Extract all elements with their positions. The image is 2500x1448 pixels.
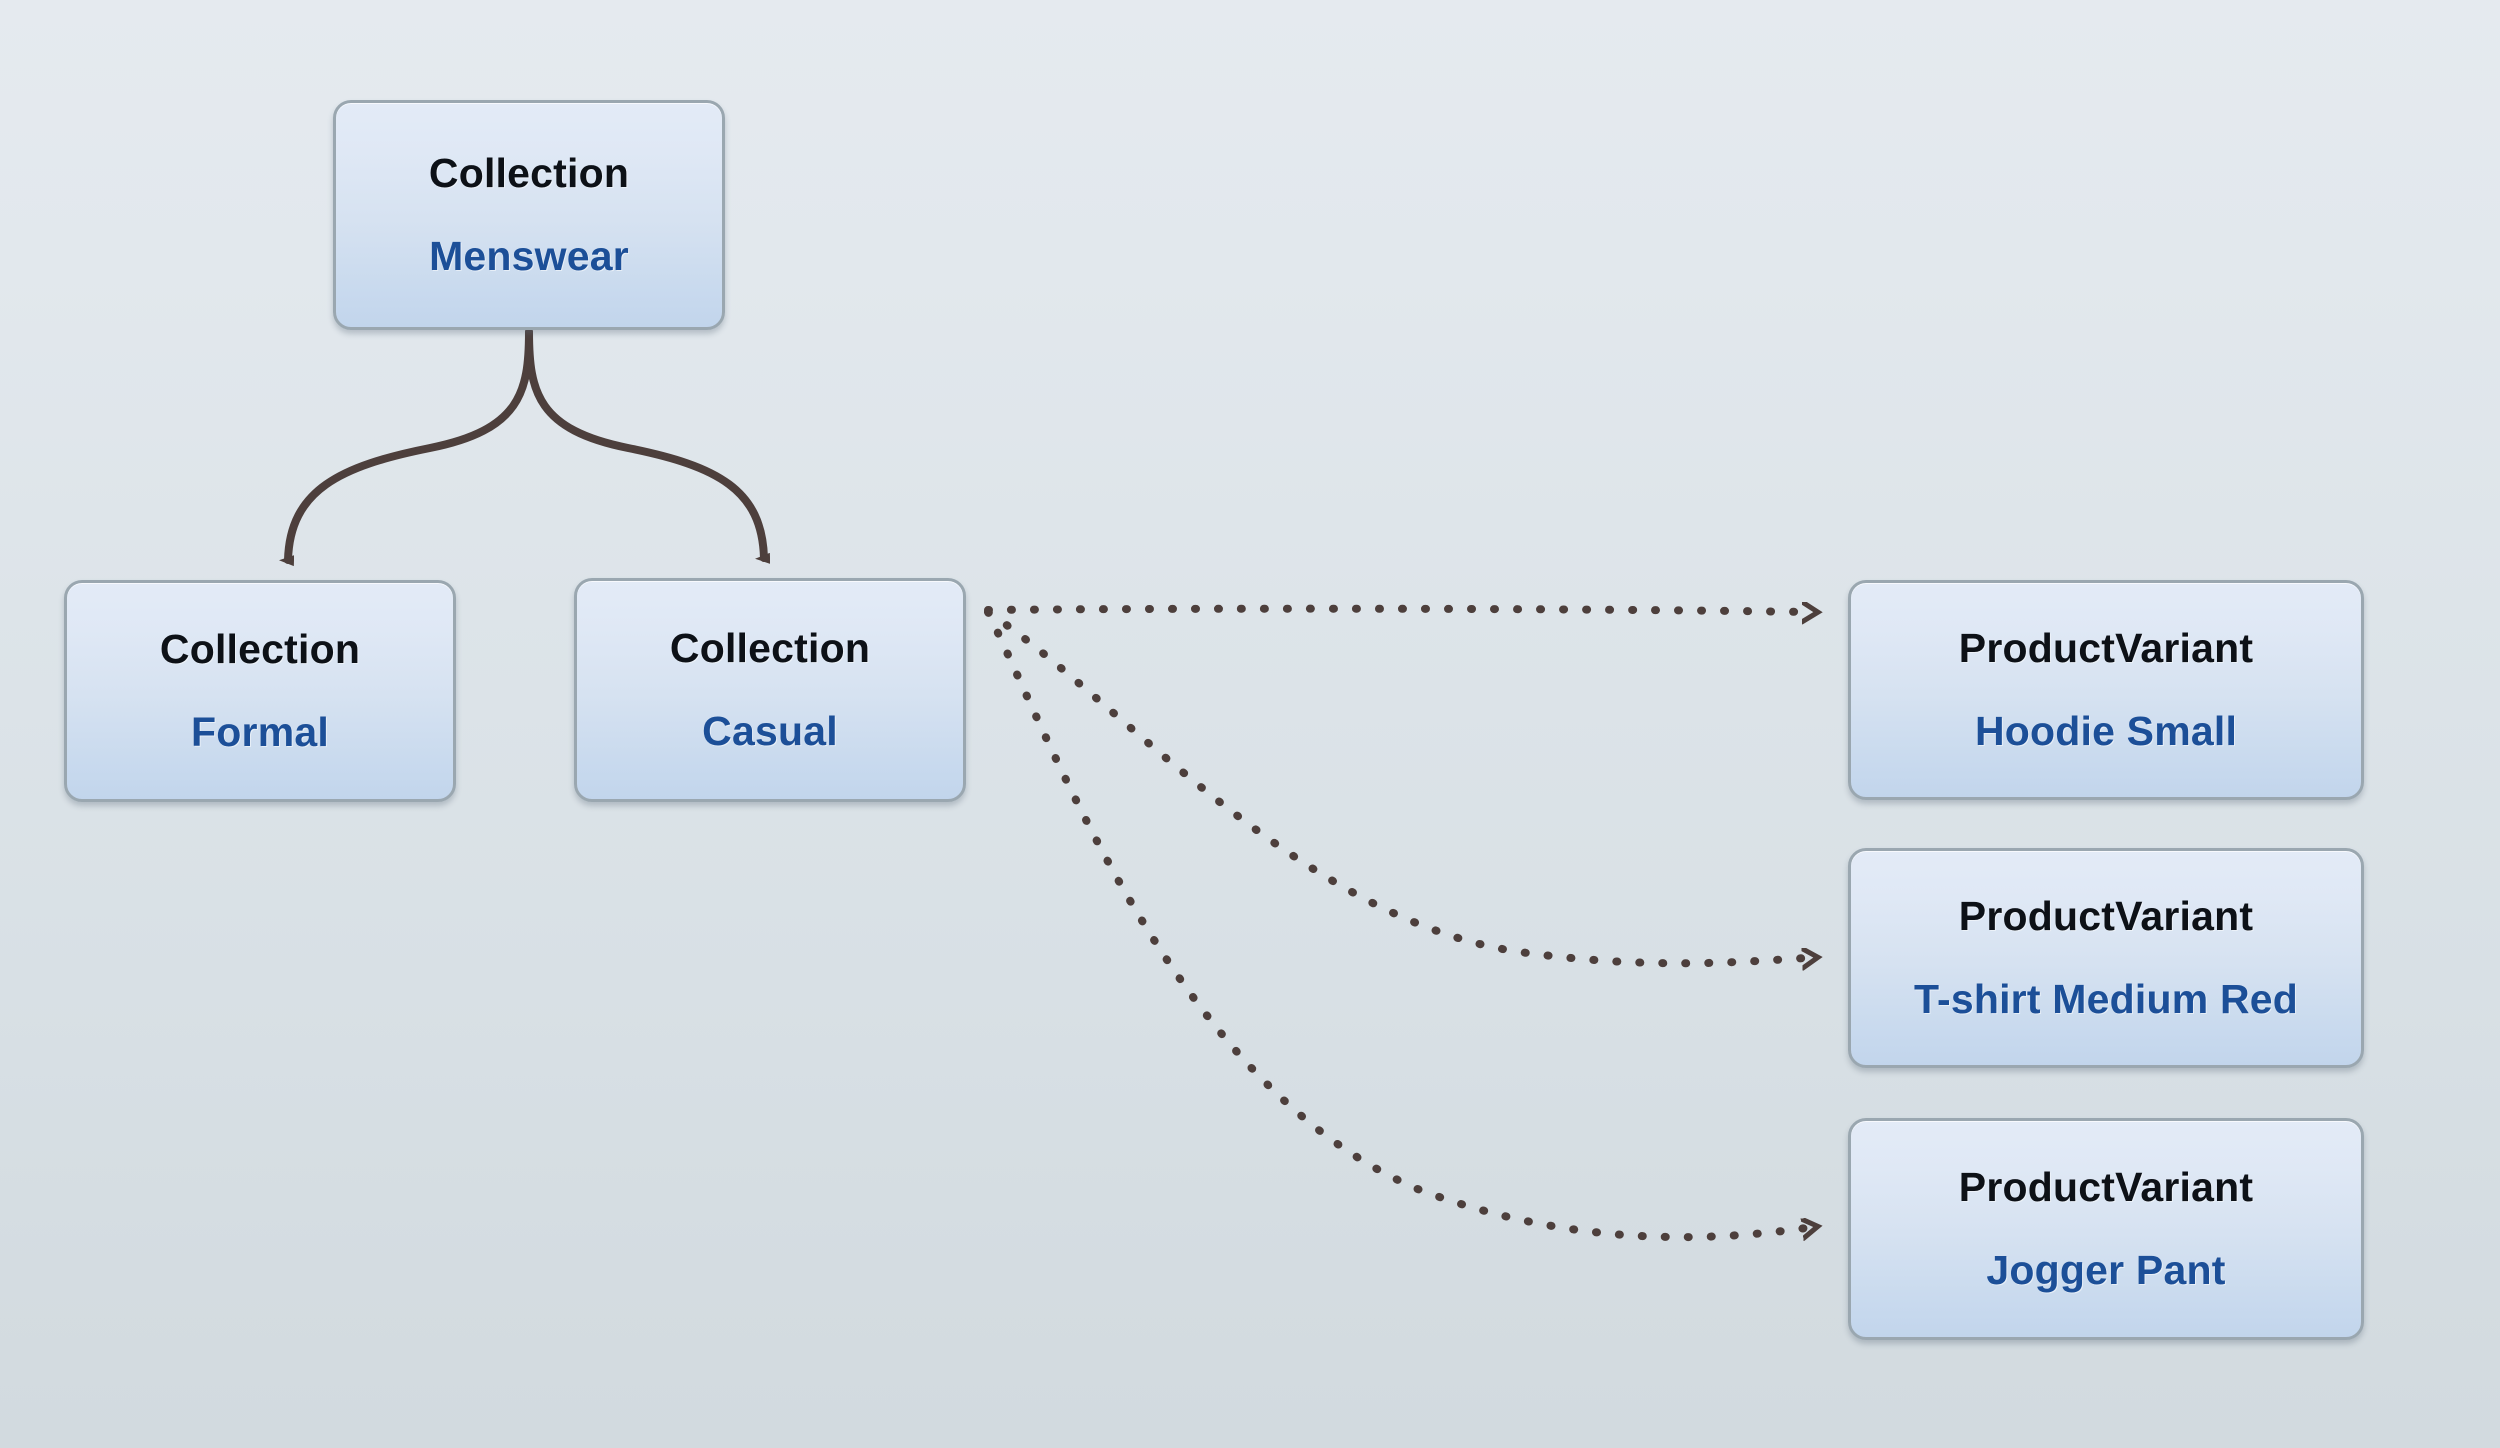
node-name-label: Menswear [429,233,629,279]
edge-casual-to-hoodie-small [984,609,1806,612]
node-type-label: Collection [428,149,630,196]
node-name-label: Jogger Pant [1986,1247,2226,1293]
node-productvariant-hoodie-small[interactable]: ProductVariant Hoodie Small [1848,580,2364,800]
node-collection-menswear[interactable]: Collection Menswear [333,100,725,330]
edge-menswear-to-formal [278,328,533,567]
node-type-label: ProductVariant [1958,892,2254,939]
edge-menswear-to-casual [525,328,771,564]
node-collection-casual[interactable]: Collection Casual [574,578,966,802]
node-type-label: Collection [669,624,871,671]
node-name-label: Casual [702,708,838,754]
node-name-label: T-shirt Medium Red [1913,976,2298,1022]
node-productvariant-jogger-pant[interactable]: ProductVariant Jogger Pant [1848,1118,2364,1340]
node-productvariant-tshirt-medium-red[interactable]: ProductVariant T-shirt Medium Red [1848,848,2364,1068]
edge-casual-to-tshirt-medium-red [984,608,1806,963]
edge-casual-to-jogger-pant [984,608,1806,1242]
node-collection-formal[interactable]: Collection Formal [64,580,456,802]
node-name-label: Formal [191,709,329,755]
node-type-label: ProductVariant [1958,624,2254,671]
node-type-label: Collection [159,625,361,672]
node-name-label: Hoodie Small [1974,708,2238,754]
node-type-label: ProductVariant [1958,1163,2254,1210]
